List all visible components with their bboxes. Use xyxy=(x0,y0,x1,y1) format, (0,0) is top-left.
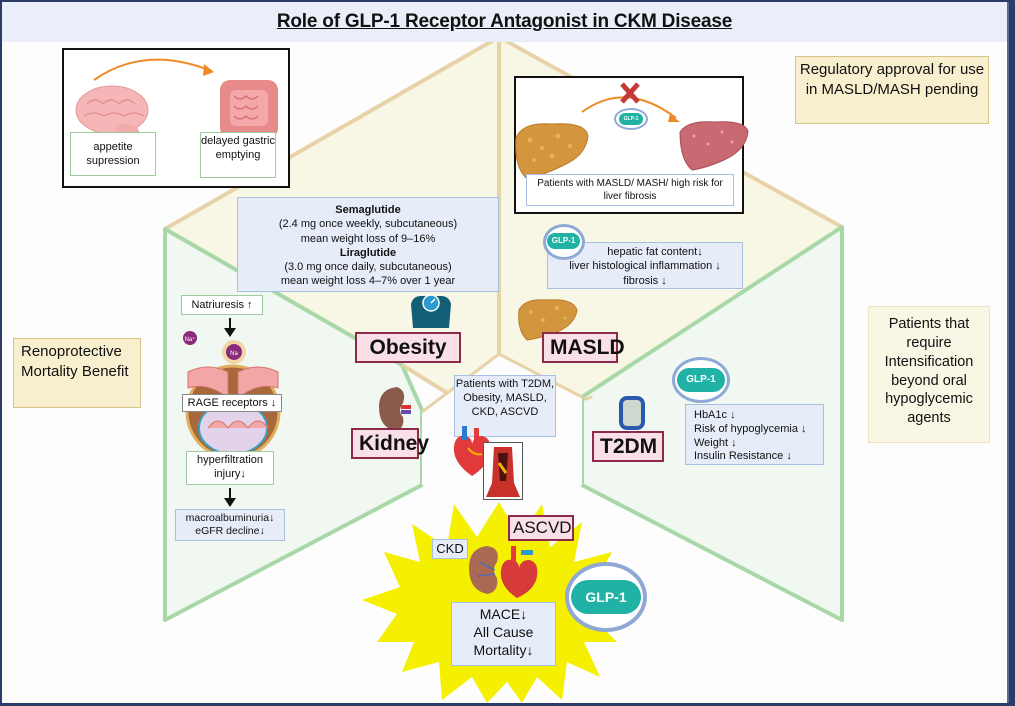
t2dm-effect-hba1c: HbA1c ↓ xyxy=(694,409,736,421)
weight-scale-icon xyxy=(411,294,451,328)
regulatory-approval-note: Regulatory approval for use in MASLD/MAS… xyxy=(795,56,989,124)
t2dm-effect-insulin-resistance: Insulin Resistance ↓ xyxy=(694,450,792,463)
down-arrow-icon xyxy=(224,318,236,337)
drug1-dose: (2.4 mg once weekly, subcutaneous) xyxy=(278,218,458,231)
orange-arrow-icon xyxy=(93,58,214,81)
t2dm-effect-weight: Weight ↓ xyxy=(694,436,737,449)
masld-effects-box: hepatic fat content↓ liver histological … xyxy=(547,242,743,289)
t2dm-effects-box: HbA1c ↓ Risk of hypoglycemia ↓ Weight ↓ … xyxy=(685,404,824,465)
appetite-suppression-label: appetite supression xyxy=(70,132,156,176)
kidney-label: Kidney xyxy=(351,428,429,459)
glucometer-icon xyxy=(619,396,645,430)
na-ion: Na xyxy=(230,351,238,357)
kidney-outcomes-box: macroalbuminuria↓ eGFR decline↓ xyxy=(175,509,285,541)
glomerulus-icon: Na⁺ Na xyxy=(183,331,281,460)
blocked-progression-arrow-icon xyxy=(581,82,680,122)
natriuresis-label: Natriuresis ↑ xyxy=(181,295,263,315)
fatty-liver-icon xyxy=(515,123,589,179)
obesity-drug-info: Semaglutide (2.4 mg once weekly, subcuta… xyxy=(237,197,499,292)
center-patients-box: Patients with T2DM, Obesity, MASLD, CKD,… xyxy=(454,375,556,437)
t2dm-effect-hypoglycemia: Risk of hypoglycemia ↓ xyxy=(694,422,807,435)
drug1-effect: mean weight loss of 9–16% xyxy=(300,232,436,245)
t2dm-label: T2DM xyxy=(592,431,664,462)
obesity-label: Obesity xyxy=(355,332,461,363)
renoprotective-note: Renoprotective Mortality Benefit xyxy=(13,338,141,408)
glp1-badge-small: GLP-1 xyxy=(619,113,643,125)
red-x-icon xyxy=(620,82,640,104)
na-plus-ion: Na⁺ xyxy=(185,336,196,343)
glp1-badge-masld: GLP-1 xyxy=(547,233,580,249)
down-arrow-icon-2 xyxy=(224,488,236,507)
rage-receptors-label: RAGE receptors ↓ xyxy=(182,394,282,412)
obesity-mechanism-inset: appetite supression delayed gastric empt… xyxy=(62,48,290,188)
glp1-badge-cv: GLP-1 xyxy=(571,580,641,614)
masld-mechanism-inset: GLP-1 Patients with MASLD/ MASH/ high ri… xyxy=(514,76,749,214)
heart-icon xyxy=(453,426,491,476)
cv-outcomes-box: MACE↓ All Cause Mortality↓ xyxy=(451,602,556,666)
ascvd-label: ASCVD xyxy=(508,515,574,541)
ckd-label: CKD xyxy=(432,539,468,559)
delayed-gastric-emptying-label: delayed gastric emptying xyxy=(200,132,276,178)
liver-icon xyxy=(518,299,578,341)
masld-label: MASLD xyxy=(542,332,625,363)
masld-patients-caption: Patients with MASLD/ MASH/ high risk for… xyxy=(526,174,734,206)
artery-icon xyxy=(486,447,520,497)
glp1-badge-t2dm: GLP-1 xyxy=(677,368,725,392)
artery-plaque-icon xyxy=(483,442,523,500)
page-title: Role of GLP-1 Receptor Antagonist in CKM… xyxy=(276,11,733,32)
drug2-name: Liraglutide xyxy=(339,246,397,259)
drug2-dose: (3.0 mg once daily, subcutaneous) xyxy=(284,261,452,274)
hyperfiltration-label: hyperfiltration injury↓ xyxy=(186,451,274,485)
t2dm-intensification-note: Patients that require Intensification be… xyxy=(868,306,990,443)
drug2-effect: mean weight loss 4–7% over 1 year xyxy=(280,275,456,288)
title-bar: Role of GLP-1 Receptor Antagonist in CKM… xyxy=(2,2,1007,42)
intestine-icon xyxy=(220,80,278,138)
kidney-icon xyxy=(379,387,411,431)
fibrotic-liver-icon xyxy=(679,121,749,171)
drug1-name: Semaglutide xyxy=(335,204,401,216)
kidney-heart-icon xyxy=(469,546,538,598)
